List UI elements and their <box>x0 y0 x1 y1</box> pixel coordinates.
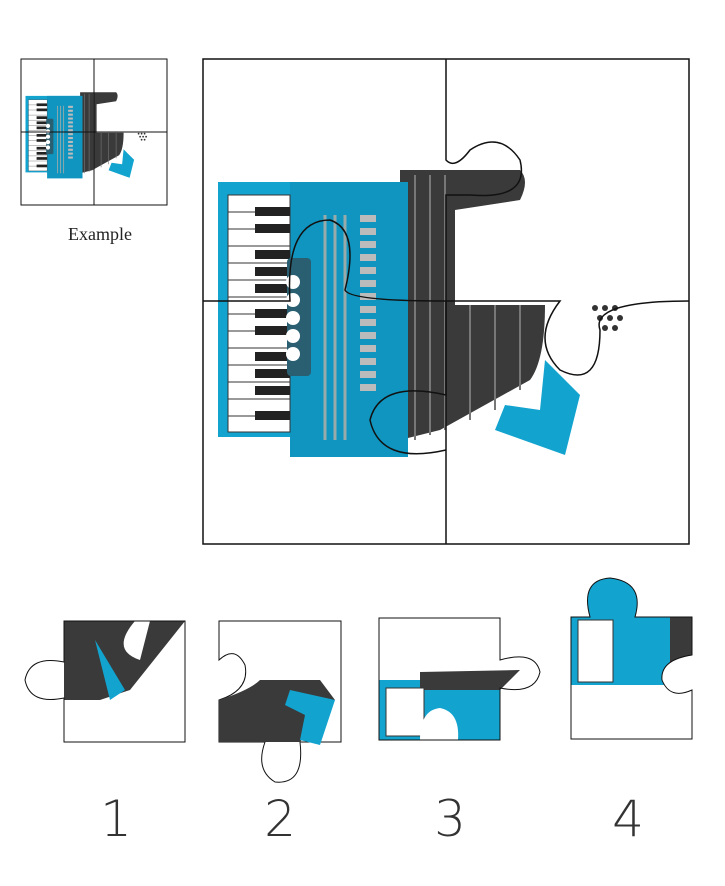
option-number-2: 2 <box>264 790 296 848</box>
piece-option-3[interactable] <box>378 617 541 741</box>
piece-option-4[interactable] <box>570 577 693 740</box>
example-label: Example <box>68 224 132 244</box>
option-number-4: 4 <box>612 790 644 848</box>
piece-option-1[interactable] <box>24 620 186 743</box>
piece-option-2[interactable] <box>218 620 342 783</box>
option-number-1: 1 <box>100 790 132 848</box>
example-thumbnail <box>20 58 168 206</box>
puzzle-board <box>202 58 690 545</box>
option-number-3: 3 <box>434 790 466 848</box>
